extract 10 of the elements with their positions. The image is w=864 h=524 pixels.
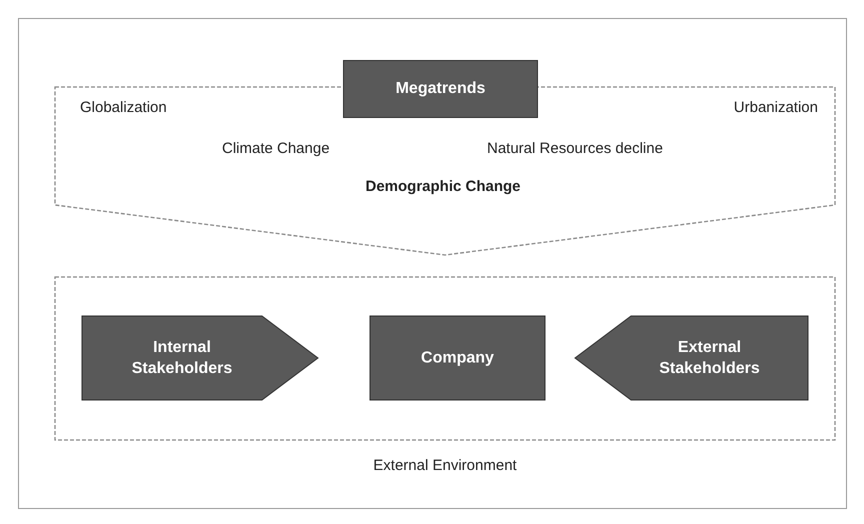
trend-label: Climate Change (222, 140, 330, 157)
header-box: Megatrends (343, 60, 538, 118)
box-label: Internal Stakeholders (130, 338, 234, 379)
trend-label: Globalization (80, 99, 167, 116)
heading: Demographic Change (365, 178, 521, 195)
frame-caption: External Environment (373, 457, 517, 474)
box-label: Company (420, 348, 495, 368)
trend-label: Natural Resources decline (487, 140, 663, 157)
box-label: External Stakeholders (658, 338, 761, 379)
trend-label: Urbanization (734, 99, 818, 116)
